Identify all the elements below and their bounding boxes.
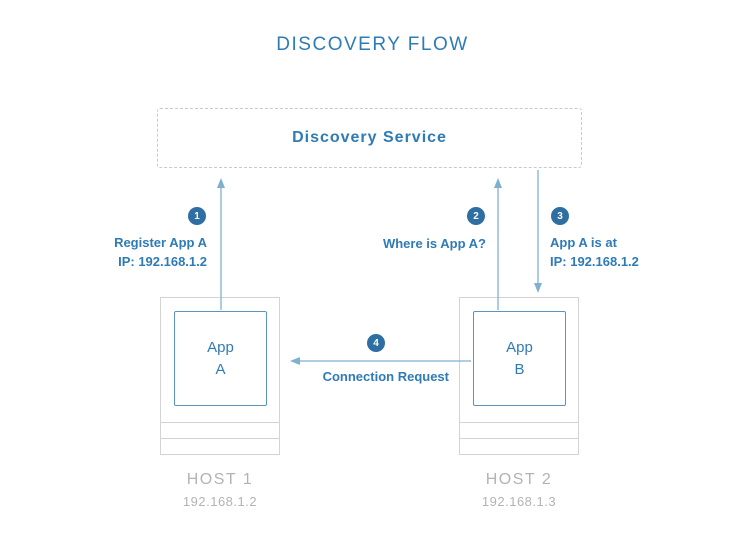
app-b-label-line2: B (514, 360, 525, 378)
step-3-line2: IP: 192.168.1.2 (550, 254, 639, 269)
host-1-ip: 192.168.1.2 (182, 494, 258, 509)
arrowhead-step-2 (494, 178, 502, 188)
host-2: App B (459, 297, 579, 455)
host-1-slot-divider (161, 438, 279, 439)
host-1-name: HOST 1 (186, 471, 254, 488)
step-3-badge: 3 (551, 207, 569, 225)
step-2-label: Where is App A? (330, 234, 486, 253)
discovery-service-box: Discovery Service (157, 108, 582, 168)
step-3-line1: App A is at (550, 235, 617, 250)
app-a-label-line1: App (207, 338, 234, 356)
arrowhead-step-1 (217, 178, 225, 188)
discovery-service-label: Discovery Service (292, 129, 447, 146)
step-4-label: Connection Request (295, 367, 449, 386)
host-2-slot-divider (460, 422, 578, 423)
arrowhead-step-4 (290, 357, 300, 365)
step-4-badge: 4 (367, 334, 385, 352)
host-1-slot-divider (161, 422, 279, 423)
step-2-badge: 2 (467, 207, 485, 225)
step-1-badge: 1 (188, 207, 206, 225)
step-3-label: App A is at IP: 192.168.1.2 (550, 233, 700, 271)
step-1-label: Register App A IP: 192.168.1.2 (60, 233, 207, 271)
app-b-label-line1: App (506, 338, 533, 356)
step-1-line2: IP: 192.168.1.2 (118, 254, 207, 269)
app-a-label-line2: A (215, 360, 226, 378)
step-1-line1: Register App A (114, 235, 207, 250)
arrowhead-step-3 (534, 283, 542, 293)
host-1: App A (160, 297, 280, 455)
diagram-title: DISCOVERY FLOW (276, 34, 469, 55)
host-2-name: HOST 2 (485, 471, 553, 488)
app-b-box: App B (473, 311, 566, 406)
step-4-line1: Connection Request (322, 369, 449, 384)
host-2-ip: 192.168.1.3 (481, 494, 557, 509)
app-a-box: App A (174, 311, 267, 406)
step-2-line1: Where is App A? (382, 236, 486, 251)
host-2-slot-divider (460, 438, 578, 439)
